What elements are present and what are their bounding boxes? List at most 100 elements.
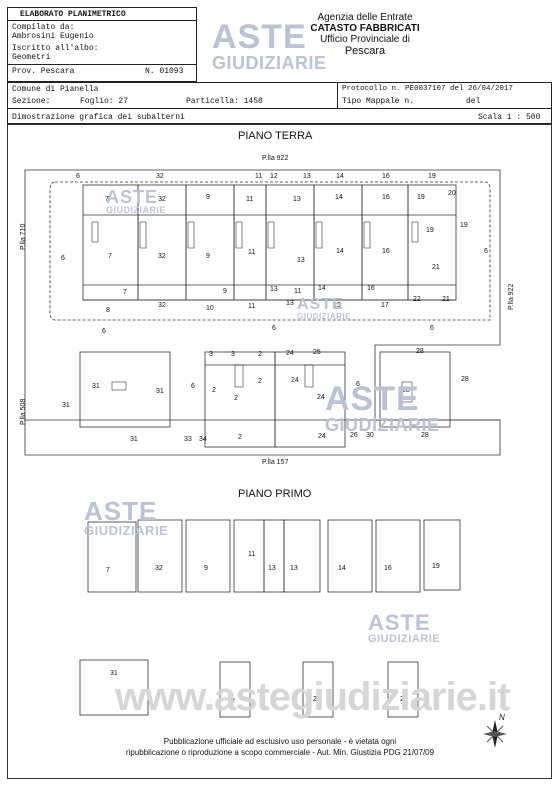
pt-num: 28 — [421, 432, 429, 439]
pp-num: 13 — [268, 565, 276, 572]
pt-num: 32 — [158, 302, 166, 309]
header-left-box — [7, 7, 197, 82]
pp-num: 32 — [155, 565, 163, 572]
protocollo-label: Protocollo n. PE0037107 del 26/04/2017 — [342, 85, 514, 93]
agency-office: Ufficio Provinciale di — [320, 34, 410, 45]
pt-num: 14 — [336, 173, 344, 180]
pt-num: 15 — [333, 302, 341, 309]
agency-city: Pescara — [344, 45, 386, 57]
pt-num: 14 — [336, 248, 344, 255]
pp-unit-19 — [423, 519, 461, 591]
province-label: Prov. Pescara — [12, 67, 75, 76]
tipo-mappale-label: Tipo Mappale n. — [342, 97, 415, 106]
pp-unit-13a — [263, 519, 285, 593]
register-label: Iscritto all'albo: — [12, 44, 99, 53]
pt-num: 6 — [76, 173, 80, 180]
unit-block-9 — [185, 184, 235, 301]
pt-num: 6 — [484, 248, 488, 255]
pp-num: 31 — [110, 670, 118, 677]
pt-num: 13 — [270, 286, 278, 293]
unit-block-28 — [379, 351, 451, 428]
footer-text: Pubblicazione ufficiale ad esclusivo uso… — [40, 737, 520, 757]
pp-unit-32 — [137, 519, 183, 593]
lot-outline — [24, 169, 501, 456]
foglio-label: Foglio: 27 — [80, 97, 129, 106]
pt-num: 26 — [350, 432, 358, 439]
pt-num: 8 — [106, 307, 110, 314]
pt-num: 16 — [382, 248, 390, 255]
pt-num: 31 — [156, 388, 164, 395]
pt-num: 28 — [402, 387, 410, 394]
pp-num: 14 — [338, 565, 346, 572]
pp-unit-14 — [327, 519, 373, 593]
sezione-label: Sezione: — [12, 97, 51, 106]
pp-unit-28 — [387, 661, 419, 718]
pt-num: 11 — [255, 173, 263, 180]
compiled-label: Compilato da: — [12, 23, 75, 32]
pp-unit-7 — [87, 521, 137, 593]
plot-label-157: P.lla 157 — [262, 459, 289, 466]
pt-num: 14 — [318, 285, 326, 292]
unit-block-19 — [407, 184, 457, 301]
pt-num: 7 — [108, 253, 112, 260]
pt-num: 24 — [317, 394, 325, 401]
pp-num: 16 — [384, 565, 392, 572]
unit-block-16 — [361, 184, 409, 301]
pt-num: 7 — [105, 196, 109, 203]
north-arrow-icon — [483, 720, 507, 748]
unit-block-2 — [204, 351, 276, 448]
tipo-mappale-del: del — [466, 97, 481, 106]
comune-label: Comune di Pianella — [12, 85, 99, 94]
drawing-frame — [7, 124, 552, 779]
north-label: N — [499, 713, 505, 722]
info-vert-divider — [337, 82, 338, 109]
pt-num: 2 — [212, 387, 216, 394]
compiled-name: Ambrosini Eugenio — [12, 32, 94, 41]
pt-num: 21 — [442, 296, 450, 303]
pt-num: 20 — [448, 190, 456, 197]
pp-num: 19 — [432, 563, 440, 570]
pp-num: 9 — [204, 565, 208, 572]
pt-num: 14 — [335, 194, 343, 201]
pt-num: 11 — [248, 303, 256, 310]
pt-num: 6 — [272, 325, 276, 332]
pt-num: 2 — [258, 378, 262, 385]
pt-num: 17 — [381, 302, 389, 309]
agency-name: Agenzia delle Entrate — [317, 12, 413, 23]
unit-block-31 — [79, 351, 171, 428]
pt-num: 11 — [248, 249, 256, 256]
footer-line-1: Pubblicazione ufficiale ad esclusivo uso… — [163, 737, 397, 746]
pt-num: 2 — [238, 434, 242, 441]
pp-num: 7 — [106, 567, 110, 574]
pp-num: 11 — [248, 551, 256, 558]
pt-num: 21 — [432, 264, 440, 271]
pt-num: 6 — [430, 325, 434, 332]
pt-num: 33 — [184, 436, 192, 443]
pp-unit-9 — [185, 519, 231, 593]
pt-num: 7 — [123, 289, 127, 296]
pt-num: 3 — [209, 351, 213, 358]
pt-num: 9 — [206, 194, 210, 201]
register-value: Geometri — [12, 53, 51, 62]
pp-unit-31 — [79, 659, 149, 716]
pt-num: 28 — [416, 348, 424, 355]
pt-num: 6 — [102, 328, 106, 335]
pt-num: 12 — [270, 173, 278, 180]
pp-unit-24 — [302, 661, 334, 718]
plot-label-922-top: P.lla 922 — [262, 155, 289, 162]
pt-num: 6 — [356, 381, 360, 388]
pt-num: 24 — [318, 433, 326, 440]
agency-catasto: CATASTO FABBRICATI — [310, 23, 420, 34]
pt-num: 31 — [62, 402, 70, 409]
pt-num: 32 — [158, 196, 166, 203]
particella-label: Particella: 1458 — [186, 97, 263, 106]
pt-num: 6 — [61, 255, 65, 262]
plot-label-710: P.lla 710 — [20, 223, 27, 250]
watermark-site: www.astegiudiziarie.it — [115, 675, 510, 719]
courtyard-boundary — [49, 181, 491, 321]
info-row-divider — [7, 108, 552, 109]
unit-block-7 — [82, 184, 139, 301]
agency-block: Agenzia delle Entrate CATASTO FABBRICATI… — [290, 12, 440, 57]
province-divider — [7, 64, 197, 65]
